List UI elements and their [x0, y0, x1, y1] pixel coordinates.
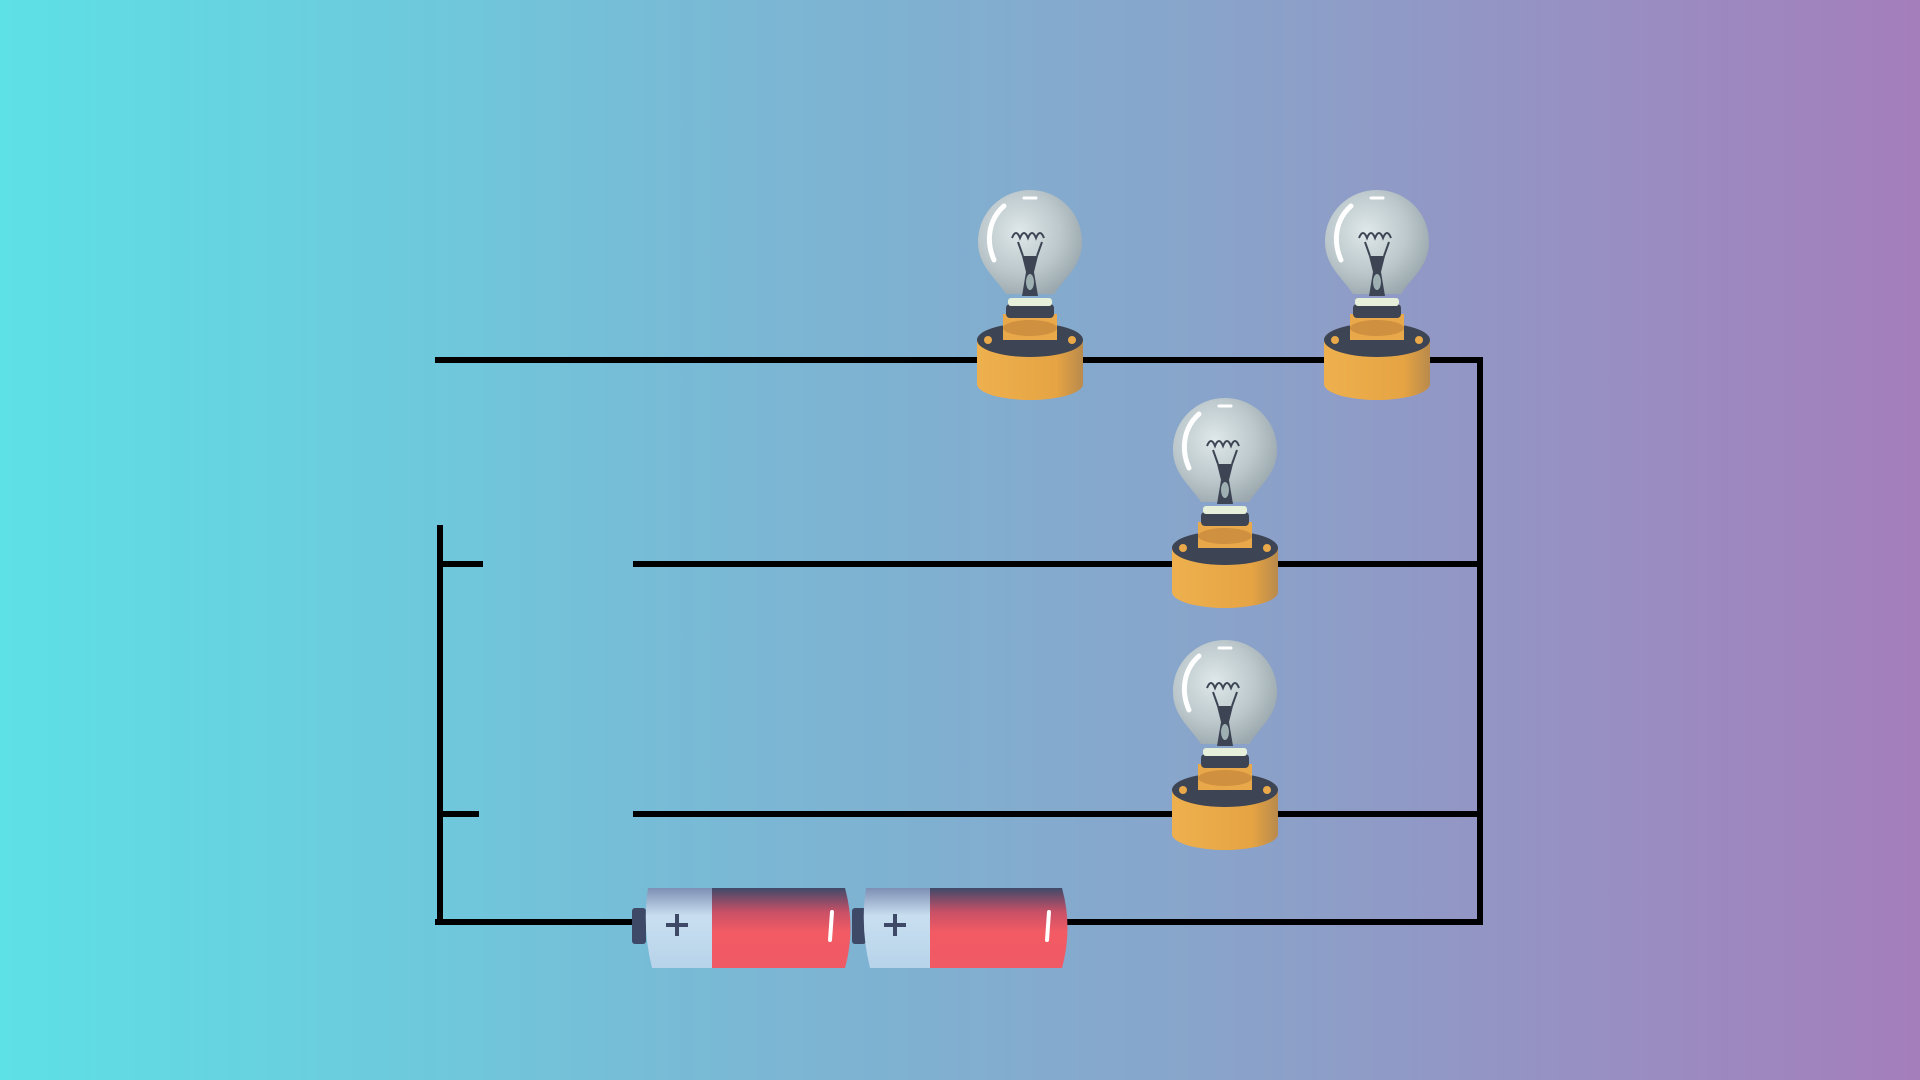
bulb-top-left: [977, 190, 1083, 400]
battery-2: [852, 888, 1068, 968]
battery-2-plus-symbol: [884, 914, 906, 936]
bulb-middle: [1172, 398, 1278, 608]
battery-1-plus-symbol: [666, 914, 688, 936]
battery-1: [632, 888, 851, 968]
bulb-bottom: [1172, 640, 1278, 850]
wires: [435, 357, 1483, 925]
bulb-top-right: [1324, 190, 1430, 400]
